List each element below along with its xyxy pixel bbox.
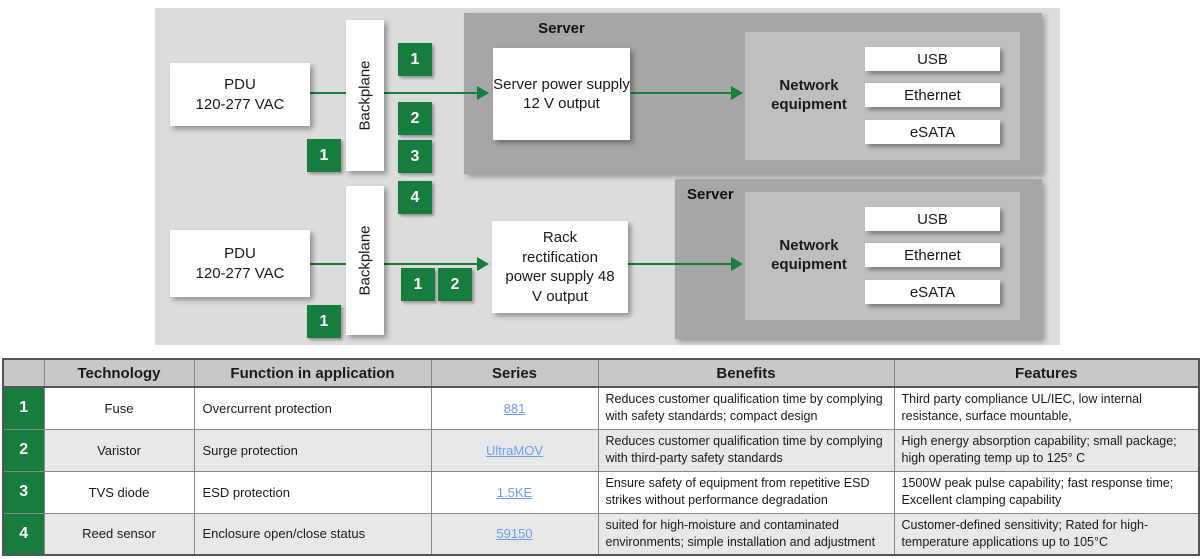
table-row-reed-sensor: 4 Reed sensor Enclosure open/close statu… [2,512,1200,556]
component-badge-2: 2 [398,102,432,135]
power-flow-line-top-left [310,92,479,94]
arrowhead-icon [477,86,489,100]
backplane-box-top: Backplane [346,20,384,171]
function-cell: ESD protection [193,470,432,514]
header-function: Function in application [193,358,432,388]
arrowhead-icon [731,257,743,271]
usb-port-box-bottom: USB [865,207,1000,231]
usb-port-box-top: USB [865,47,1000,71]
server-box-bottom: Server Network equipment USB Ethernet eS… [675,179,1042,339]
row-number-badge: 3 [2,470,45,514]
rack-power-supply-label: Rack rectification power supply 48 V out… [505,229,615,305]
component-badge-3: 3 [398,140,432,173]
arrowhead-icon [731,86,743,100]
series-cell: UltraMOV [430,428,599,472]
series-cell: 1.5KE [430,470,599,514]
function-cell: Enclosure open/close status [193,512,432,556]
features-cell: High energy absorption capability; small… [893,428,1200,472]
power-flow-line-bottom-right [628,263,733,265]
features-cell: 1500W peak pulse capability; fast respon… [893,470,1200,514]
rack-power-supply-box: Rack rectification power supply 48 V out… [492,221,628,313]
benefits-cell: Reduces customer qualification time by c… [597,386,895,430]
pdu-box-top: PDU 120-277 VAC [170,63,310,126]
technology-cell: Reed sensor [43,512,195,556]
server-title-top: Server [538,20,585,37]
technology-cell: Fuse [43,386,195,430]
benefits-cell: Ensure safety of equipment from repetiti… [597,470,895,514]
arrowhead-icon [477,257,489,271]
series-cell: 881 [430,386,599,430]
header-series: Series [430,358,599,388]
function-cell: Surge protection [193,428,432,472]
power-flow-line-top-right [630,92,733,94]
pdu-label-line2: 120-277 VAC [195,95,285,113]
backplane-label-bottom: Backplane [356,225,374,296]
network-equipment-box-bottom: Network equipment USB Ethernet eSATA [745,192,1020,320]
backplane-label-top: Backplane [356,60,374,131]
esata-port-box-top: eSATA [865,120,1000,144]
component-badge-4: 4 [398,181,432,214]
header-technology: Technology [43,358,195,388]
application-diagram-panel: Server Server power supply 12 V output N… [155,8,1060,345]
server-title-bottom: Server [687,186,734,203]
header-benefits: Benefits [597,358,895,388]
series-link-ultramov[interactable]: UltraMOV [485,442,544,458]
ethernet-port-box-bottom: Ethernet [865,243,1000,267]
table-header-row: Technology Function in application Serie… [2,358,1200,388]
pdu-label-line2: 120-277 VAC [195,264,285,282]
network-equipment-box-top: Network equipment USB Ethernet eSATA [745,32,1020,160]
server-box-top: Server Server power supply 12 V output N… [464,13,1042,174]
series-link-15ke[interactable]: 1.5KE [496,484,533,500]
technology-cell: TVS diode [43,470,195,514]
server-power-supply-box: Server power supply 12 V output [493,48,630,140]
row-number-badge: 4 [2,512,45,556]
ethernet-port-box-top: Ethernet [865,83,1000,107]
network-equipment-label-top: Network equipment [771,77,847,113]
series-link-881[interactable]: 881 [503,400,526,416]
component-badge-1-bottom-left: 1 [307,305,341,338]
series-cell: 59150 [430,512,599,556]
component-badge-1-bottom: 1 [401,268,435,301]
function-cell: Overcurrent protection [193,386,432,430]
row-number-badge: 2 [2,428,45,472]
component-badge-1: 1 [398,43,432,76]
component-badge-1-left: 1 [307,139,341,172]
features-cell: Third party compliance UL/IEC, low inter… [893,386,1200,430]
row-number-badge: 1 [2,386,45,430]
esata-port-box-bottom: eSATA [865,280,1000,304]
pdu-label-line1: PDU [224,76,256,93]
pdu-label-line1: PDU [224,245,256,262]
pdu-box-bottom: PDU 120-277 VAC [170,230,310,297]
component-badge-2-bottom: 2 [438,268,472,301]
technology-cell: Varistor [43,428,195,472]
features-cell: Customer-defined sensitivity; Rated for … [893,512,1200,556]
table-row-tvs-diode: 3 TVS diode ESD protection 1.5KE Ensure … [2,470,1200,514]
table-row-fuse: 1 Fuse Overcurrent protection 881 Reduce… [2,386,1200,430]
server-power-supply-label: Server power supply 12 V output [493,75,630,113]
power-flow-line-bottom-left [310,263,479,265]
series-link-59150[interactable]: 59150 [496,526,533,542]
components-table: Technology Function in application Serie… [2,358,1200,556]
benefits-cell: suited for high-moisture and contaminate… [597,512,895,556]
table-row-varistor: 2 Varistor Surge protection UltraMOV Red… [2,428,1200,472]
network-equipment-label-bottom: Network equipment [771,237,847,273]
backplane-box-bottom: Backplane [346,186,384,335]
header-number [2,358,45,388]
benefits-cell: Reduces customer qualification time by c… [597,428,895,472]
header-features: Features [893,358,1200,388]
